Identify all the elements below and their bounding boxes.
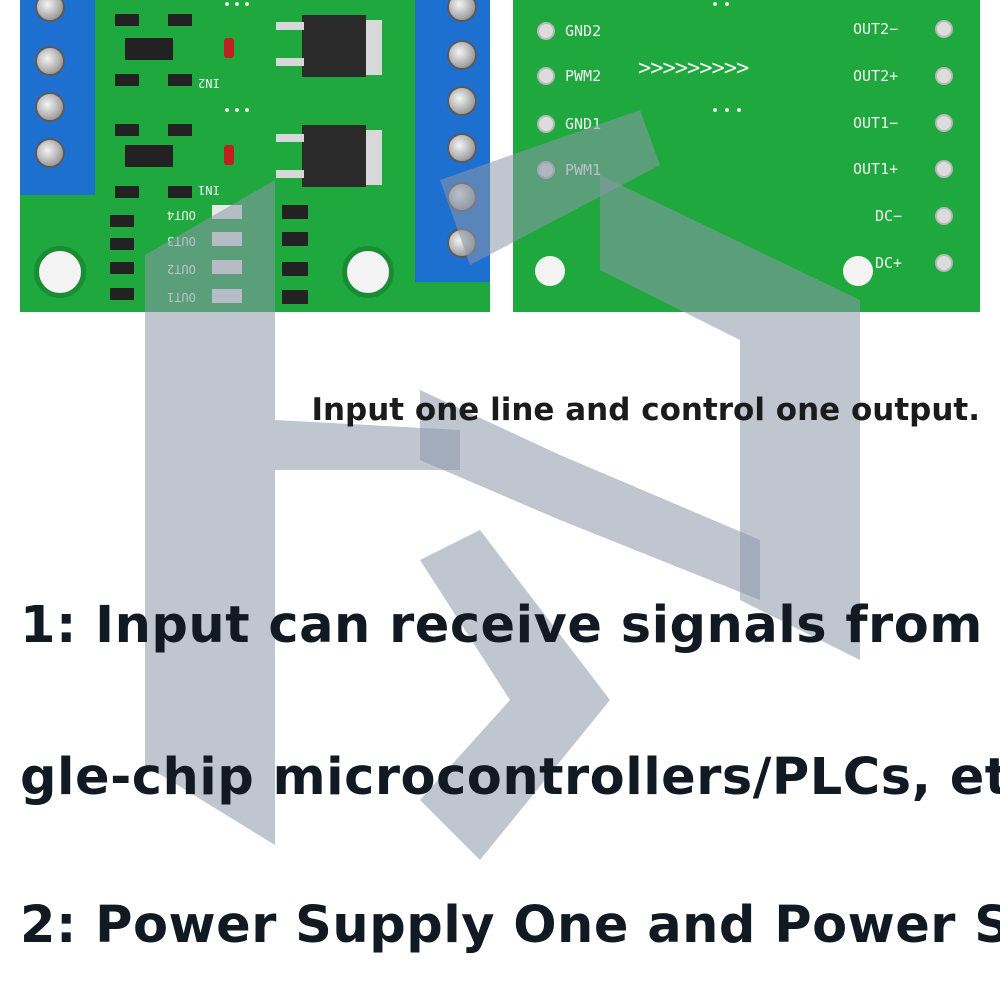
diode <box>282 262 308 276</box>
pin-pad <box>537 22 555 40</box>
feature-line-2: gle-chip microcontrollers/PLCs, etc. <box>20 748 1000 807</box>
via <box>725 108 729 112</box>
resistor <box>168 74 192 86</box>
resistor <box>168 186 192 198</box>
via <box>725 2 729 6</box>
via <box>713 2 717 6</box>
silk-in2: IN2 <box>198 76 220 90</box>
via <box>245 2 249 6</box>
mosfet-lead <box>276 134 304 142</box>
resistor <box>110 288 134 300</box>
silk-out4: OUT4 <box>167 208 196 222</box>
led <box>212 205 242 219</box>
pin-pad <box>935 254 953 272</box>
silk-out1: OUT1 <box>167 290 196 304</box>
mosfet <box>302 125 366 187</box>
silk-out3: OUT3 <box>167 234 196 248</box>
indicator-led <box>224 145 234 165</box>
label-gnd1: GND1 <box>565 115 602 133</box>
screw-terminal <box>35 46 65 76</box>
pin-pad <box>935 67 953 85</box>
indicator-led <box>224 38 234 58</box>
mosfet-lead <box>276 170 304 178</box>
feature-line-3: 2: Power Supply One and Power Su <box>20 896 1000 955</box>
resistor <box>110 215 134 227</box>
pin-pad <box>935 20 953 38</box>
screw-terminal <box>35 138 65 168</box>
pin-pad <box>935 207 953 225</box>
opto-chip <box>125 38 173 60</box>
label-out2-minus: OUT2− <box>853 20 899 38</box>
caption-text: Input one line and control one output. <box>311 392 980 428</box>
label-pwm2: PWM2 <box>565 67 602 85</box>
led <box>212 289 242 303</box>
label-out1-minus: OUT1− <box>853 114 899 132</box>
pin-pad <box>537 161 555 179</box>
label-dc-minus: DC− <box>875 207 903 225</box>
label-pwm1: PWM1 <box>565 161 602 179</box>
left-pcb: IN2 IN1 OUT4 OUT3 OUT2 OUT1 <box>20 0 490 312</box>
led <box>212 260 242 274</box>
screw-terminal <box>447 182 477 212</box>
via <box>737 108 741 112</box>
right-pcb: GND2 PWM2 GND1 PWM1 >>>>>>>>> OUT2− OUT2… <box>513 0 980 312</box>
resistor <box>115 124 139 136</box>
label-dc-plus: DC+ <box>875 254 903 272</box>
opto-chip <box>125 145 173 167</box>
resistor <box>168 124 192 136</box>
resistor <box>115 74 139 86</box>
silk-in1: IN1 <box>198 183 220 197</box>
diode <box>282 232 308 246</box>
resistor <box>115 14 139 26</box>
label-out2-plus: OUT2+ <box>853 67 899 85</box>
via <box>235 108 239 112</box>
via <box>225 2 229 6</box>
mounting-hole <box>535 256 565 286</box>
resistor <box>115 186 139 198</box>
resistor <box>110 238 134 250</box>
mosfet <box>302 15 366 77</box>
via <box>225 108 229 112</box>
screw-terminal <box>447 86 477 116</box>
led <box>212 232 242 246</box>
diode <box>282 205 308 219</box>
screw-terminal <box>447 228 477 258</box>
screw-terminal <box>35 0 65 22</box>
mosfet-lead <box>276 22 304 30</box>
via <box>713 108 717 112</box>
mosfet-lead <box>276 58 304 66</box>
screw-terminal <box>447 40 477 70</box>
screw-terminal <box>447 0 477 22</box>
arrow-marks: >>>>>>>>> <box>638 56 749 81</box>
pin-pad <box>935 114 953 132</box>
via <box>235 2 239 6</box>
mounting-hole <box>843 256 873 286</box>
mounting-hole <box>342 246 394 298</box>
via <box>245 108 249 112</box>
diode <box>282 290 308 304</box>
label-gnd2: GND2 <box>565 22 602 40</box>
resistor <box>168 14 192 26</box>
pin-pad <box>537 67 555 85</box>
resistor <box>110 262 134 274</box>
label-out1-plus: OUT1+ <box>853 160 899 178</box>
pin-pad <box>537 115 555 133</box>
mounting-hole <box>34 246 86 298</box>
pin-pad <box>935 160 953 178</box>
screw-terminal <box>35 92 65 122</box>
feature-line-1: 1: Input can receive signals from sin <box>20 596 1000 655</box>
silk-out2: OUT2 <box>167 262 196 276</box>
screw-terminal <box>447 133 477 163</box>
